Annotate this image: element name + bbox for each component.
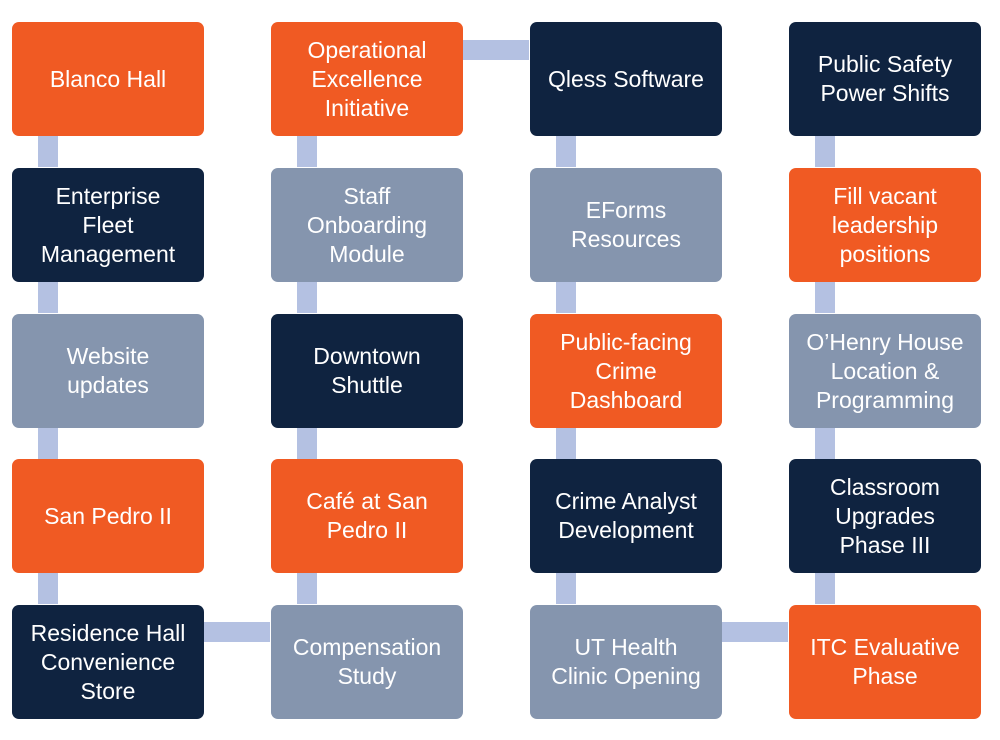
step-box: Downtown Shuttle [271, 314, 463, 428]
connector [815, 282, 835, 313]
connector [204, 622, 270, 642]
step-label: Downtown Shuttle [313, 343, 421, 398]
step-box: Fill vacant leadership positions [789, 168, 981, 282]
step-label: Residence Hall Convenience Store [30, 619, 186, 704]
connector [297, 282, 317, 313]
step-label: Crime Analyst Development [555, 488, 697, 543]
step-label: Café at San Pedro II [306, 488, 428, 543]
connector [556, 282, 576, 313]
step-label: O’Henry House Location & Programming [806, 328, 964, 413]
connector [38, 282, 58, 313]
step-box: Classroom Upgrades Phase III [789, 459, 981, 573]
connector [722, 622, 788, 642]
connector [815, 136, 835, 167]
step-box: Website updates [12, 314, 204, 428]
step-box: Public-facing Crime Dashboard [530, 314, 722, 428]
step-label: San Pedro II [44, 502, 172, 529]
step-box: Blanco Hall [12, 22, 204, 136]
connector [38, 428, 58, 459]
step-box: Compensation Study [271, 605, 463, 719]
step-label: Public-facing Crime Dashboard [560, 328, 692, 413]
step-box: Residence Hall Convenience Store [12, 605, 204, 719]
connector [556, 428, 576, 459]
step-box: San Pedro II [12, 459, 204, 573]
step-box: Café at San Pedro II [271, 459, 463, 573]
step-box: ITC Evaluative Phase [789, 605, 981, 719]
step-box: UT Health Clinic Opening [530, 605, 722, 719]
connector [556, 573, 576, 604]
step-box: Qless Software [530, 22, 722, 136]
step-box: Enterprise Fleet Management [12, 168, 204, 282]
step-label: Classroom Upgrades Phase III [830, 473, 940, 558]
step-label: Compensation Study [292, 634, 442, 689]
connector [38, 136, 58, 167]
step-box: EForms Resources [530, 168, 722, 282]
step-label: EForms Resources [571, 197, 681, 252]
step-box: Staff Onboarding Module [271, 168, 463, 282]
step-label: Operational Excellence Initiative [307, 36, 427, 121]
connector [815, 428, 835, 459]
connector [463, 40, 529, 60]
connector [815, 573, 835, 604]
step-label: Blanco Hall [49, 65, 167, 92]
connector [297, 136, 317, 167]
step-label: UT Health Clinic Opening [551, 634, 701, 689]
step-label: Fill vacant leadership positions [831, 182, 939, 267]
step-box: O’Henry House Location & Programming [789, 314, 981, 428]
step-label: Public Safety Power Shifts [817, 51, 953, 106]
step-label: Website updates [66, 343, 150, 398]
step-box: Public Safety Power Shifts [789, 22, 981, 136]
step-box: Operational Excellence Initiative [271, 22, 463, 136]
step-box: Crime Analyst Development [530, 459, 722, 573]
step-label: Staff Onboarding Module [306, 182, 428, 267]
step-label: ITC Evaluative Phase [810, 634, 960, 689]
connector [556, 136, 576, 167]
step-label: Qless Software [548, 65, 704, 92]
step-label: Enterprise Fleet Management [40, 182, 176, 267]
connector [297, 573, 317, 604]
connector [297, 428, 317, 459]
connector [38, 573, 58, 604]
